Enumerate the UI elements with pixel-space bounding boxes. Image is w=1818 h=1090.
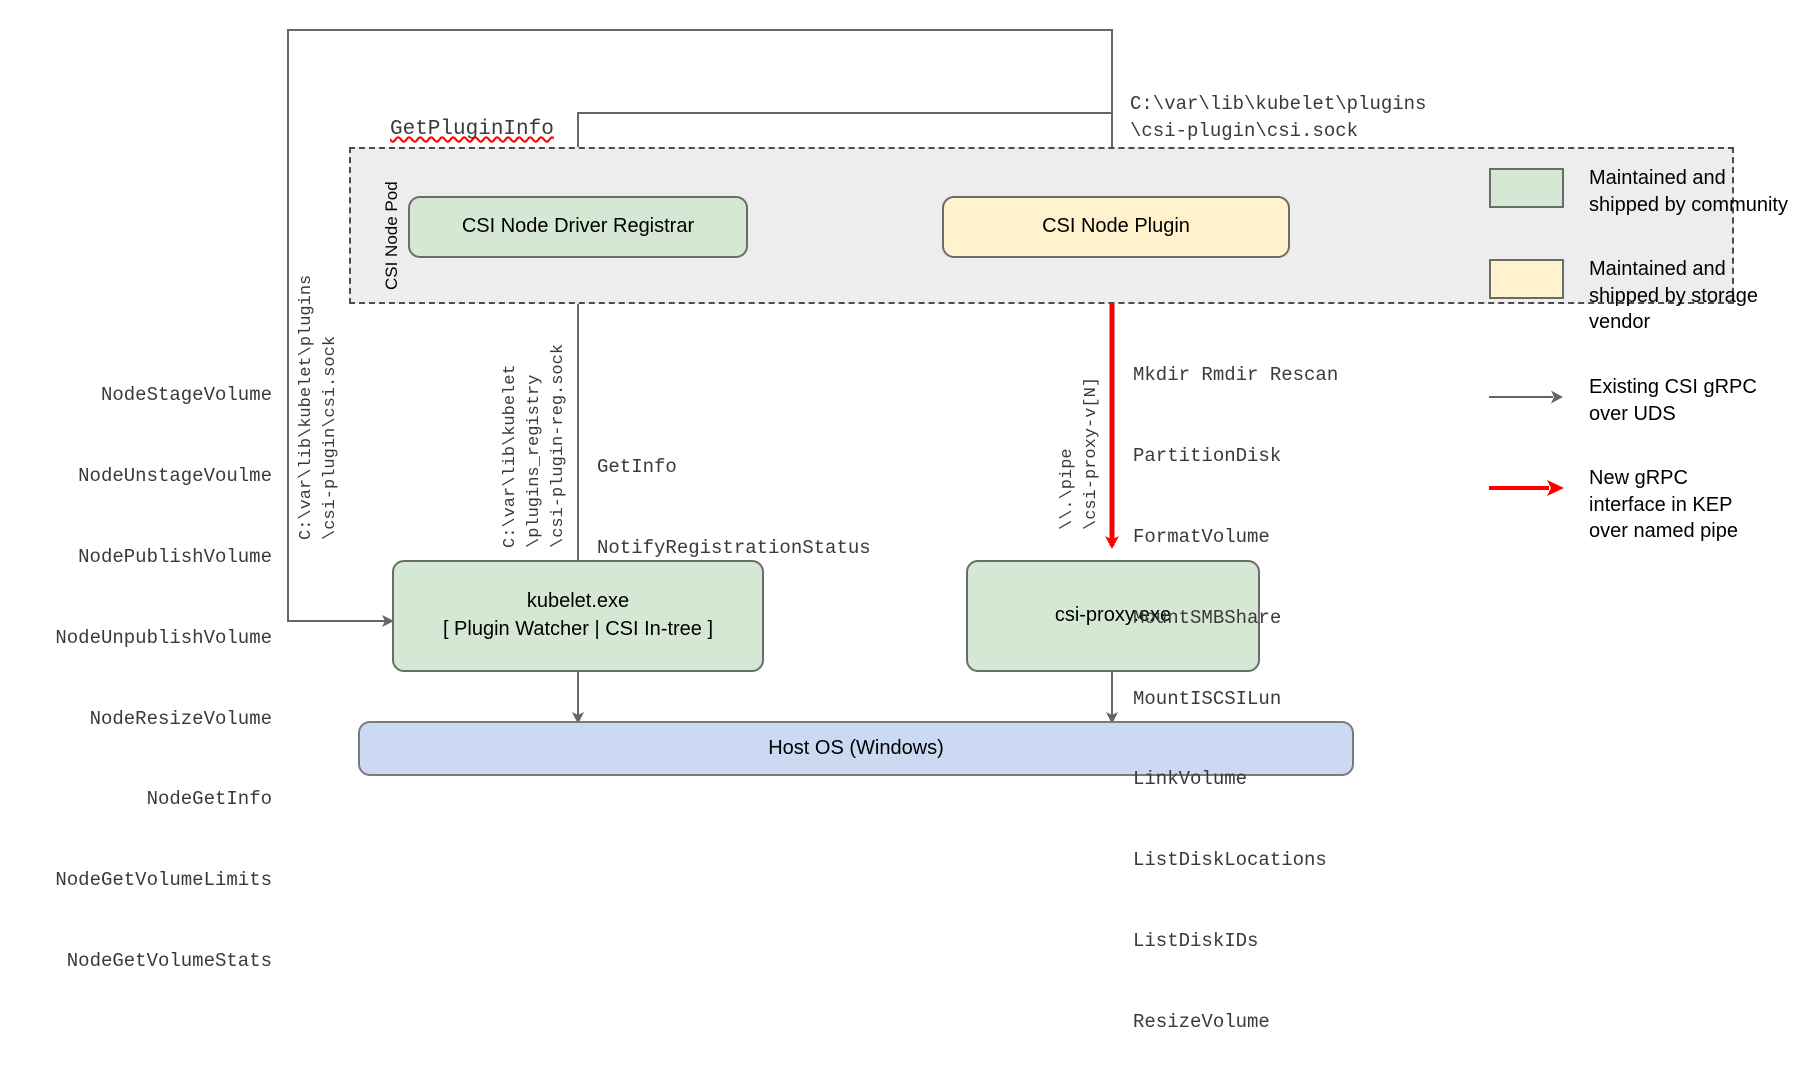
- legend-label: Maintained and shipped by community: [1589, 167, 1788, 216]
- annotation-registry-sock-path-vertical: C:\var\lib\kubelet \plugins_registry \cs…: [501, 343, 569, 548]
- annotation-csi-node-rpc-list: NodeStageVolume NodeUnstageVoulme NodePu…: [0, 328, 272, 1029]
- annotation-get-plugin-info: GetPluginInfo: [390, 118, 554, 141]
- annotation-named-pipe-path-vertical: \\.\pipe \csi-proxy-v[N]: [1058, 376, 1102, 530]
- legend-label: Existing CSI gRPC over UDS: [1589, 375, 1757, 425]
- node-csi-proxy-exe-label: csi-proxy.exe: [1054, 604, 1172, 627]
- annotation-csi-sock-path-vertical: C:\var\lib\kubelet\plugins \csi-plugin\c…: [297, 274, 341, 540]
- rpc-item: NodePublishVolume: [78, 545, 272, 568]
- annotation-registration-rpc-list: GetInfo NotifyRegistrationStatus: [597, 400, 871, 616]
- csi-node-pod-label: CSI Node Pod: [382, 181, 401, 290]
- rpc-item: NodeResizeVolume: [89, 707, 272, 730]
- rpc-item: ResizeVolume: [1133, 1011, 1270, 1034]
- rpc-item: ListDiskIDs: [1133, 930, 1259, 953]
- node-csi-proxy-exe[interactable]: csi-proxy.exe: [966, 560, 1260, 672]
- node-host-os-label: Host OS (Windows): [768, 736, 944, 759]
- rpc-item: NotifyRegistrationStatus: [597, 536, 871, 559]
- node-csi-node-driver-registrar-label: CSI Node Driver Registrar: [461, 215, 695, 238]
- rpc-item: NodeGetVolumeStats: [66, 950, 272, 973]
- node-kubelet-exe-label-line1: kubelet.exe: [526, 590, 630, 613]
- node-host-os[interactable]: Host OS (Windows): [358, 721, 1354, 776]
- rpc-item: Mkdir Rmdir Rescan: [1133, 363, 1339, 386]
- node-kubelet-exe[interactable]: kubelet.exe [ Plugin Watcher | CSI In-tr…: [392, 560, 764, 672]
- rpc-item: NodeUnpublishVolume: [55, 626, 272, 649]
- node-kubelet-exe-label-line2: [ Plugin Watcher | CSI In-tree ]: [442, 618, 714, 640]
- rpc-item: GetInfo: [597, 455, 677, 478]
- node-csi-node-plugin-label: CSI Node Plugin: [1042, 215, 1190, 238]
- rpc-item: NodeUnstageVoulme: [78, 464, 272, 487]
- legend-swatch-green-icon: [1489, 168, 1564, 208]
- legend: Maintained and shipped by community Main…: [1489, 165, 1809, 583]
- legend-item-new-grpc-named-pipe: New gRPC interface in KEP over named pip…: [1489, 465, 1809, 545]
- legend-swatch-yellow-icon: [1489, 259, 1564, 300]
- legend-arrow-gray-icon: [1489, 377, 1564, 417]
- annotation-plugin-socket-path: C:\var\lib\kubelet\plugins \csi-plugin\c…: [1130, 93, 1427, 142]
- legend-item-existing-grpc-uds: Existing CSI gRPC over UDS: [1489, 374, 1809, 427]
- rpc-item: ListDiskLocations: [1133, 849, 1327, 872]
- legend-item-storage-vendor: Maintained and shipped by storage vendor: [1489, 256, 1809, 336]
- node-csi-node-driver-registrar[interactable]: CSI Node Driver Registrar: [408, 196, 748, 258]
- legend-arrow-red-icon: [1489, 468, 1564, 508]
- diagram-canvas: CSI Node Pod CSI Node Driver Registrar C…: [55, 29, 1809, 1033]
- rpc-item: NodeGetInfo: [146, 788, 272, 811]
- annotation-csi-proxy-rpc-list: Mkdir Rmdir Rescan PartitionDisk FormatV…: [1133, 308, 1338, 1090]
- rpc-item: FormatVolume: [1133, 525, 1270, 548]
- legend-item-community: Maintained and shipped by community: [1489, 165, 1809, 218]
- rpc-item: NodeGetVolumeLimits: [55, 869, 272, 892]
- rpc-item: PartitionDisk: [1133, 444, 1282, 467]
- legend-label: Maintained and shipped by storage vendor: [1589, 258, 1759, 334]
- legend-label: New gRPC interface in KEP over named pip…: [1589, 467, 1738, 543]
- rpc-item: LinkVolume: [1133, 768, 1248, 791]
- node-csi-node-plugin[interactable]: CSI Node Plugin: [942, 196, 1290, 258]
- rpc-item: NodeStageVolume: [100, 383, 272, 406]
- rpc-item: MountISCSILun: [1133, 687, 1282, 710]
- rpc-item: MountSMBShare: [1133, 606, 1282, 629]
